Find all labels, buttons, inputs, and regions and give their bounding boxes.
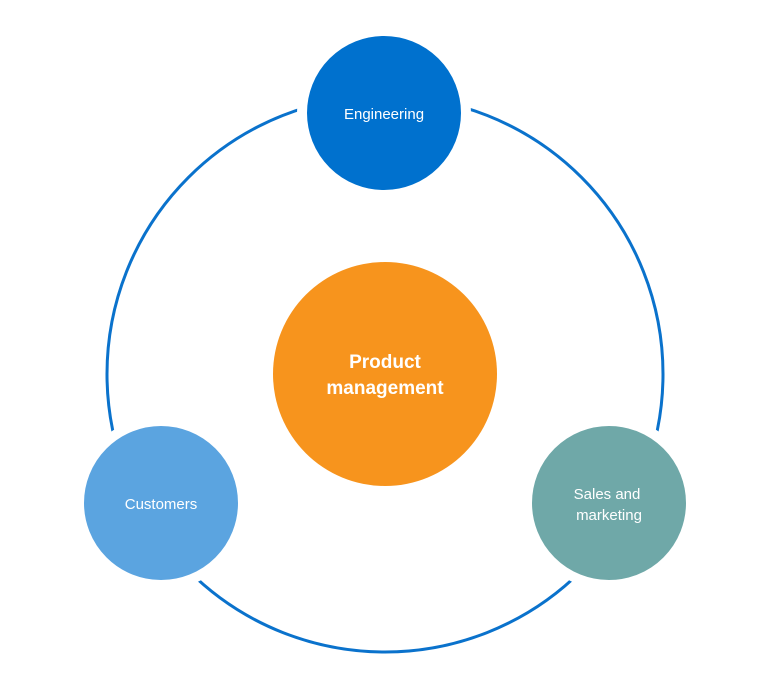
node-customers: Customers [74, 416, 248, 590]
product-management-label-line-1: Product [349, 352, 421, 373]
engineering-circle [297, 26, 471, 200]
sales-and-marketing-label-line-1: Sales and [574, 486, 641, 503]
node-engineering: Engineering [297, 26, 471, 200]
node-sales-and-marketing: Sales and marketing [522, 416, 696, 590]
customers-label: Customers [125, 496, 198, 513]
product-management-label-line-2: management [326, 378, 444, 399]
sales-and-marketing-circle [522, 416, 696, 590]
node-product-management: Product management [273, 262, 497, 486]
engineering-label: Engineering [344, 106, 424, 123]
sales-and-marketing-label-line-2: marketing [576, 507, 642, 524]
product-management-circle [273, 262, 497, 486]
customers-circle [74, 416, 248, 590]
